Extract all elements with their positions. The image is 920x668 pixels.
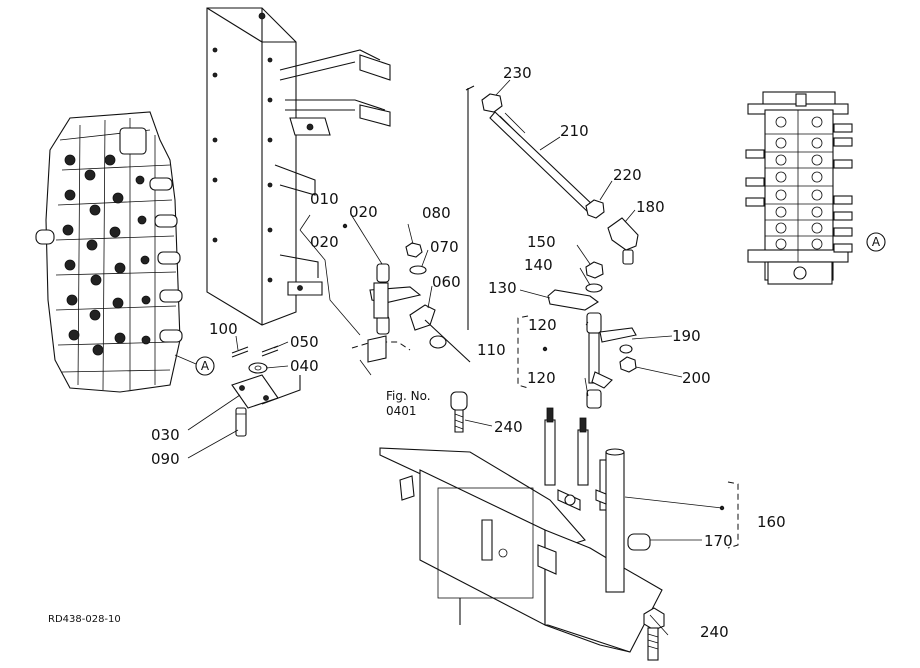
part-label-160: 160 bbox=[757, 513, 786, 531]
bracket-010 bbox=[299, 214, 361, 336]
washer-070 bbox=[409, 265, 427, 275]
part-label-010: 010 bbox=[310, 190, 339, 208]
mounting-frame bbox=[206, 7, 391, 326]
nut-230 bbox=[481, 93, 503, 113]
part-label-140: 140 bbox=[524, 256, 553, 274]
part-label-150: 150 bbox=[527, 233, 556, 251]
bracket-fig-0401 bbox=[351, 335, 411, 363]
part-label-220: 220 bbox=[613, 166, 642, 184]
part-label-240-b: 240 bbox=[700, 623, 729, 641]
part-label-080: 080 bbox=[422, 204, 451, 222]
valve-detail-view bbox=[745, 91, 853, 285]
base-stand bbox=[379, 407, 663, 653]
spacer-020 bbox=[369, 263, 422, 335]
fig-reference: Fig. No. 0401 bbox=[386, 389, 431, 418]
part-label-190: 190 bbox=[672, 327, 701, 345]
bracket-160 bbox=[727, 481, 739, 549]
svg-text:A: A bbox=[201, 359, 210, 373]
nut-220 bbox=[585, 199, 605, 219]
pin-100 bbox=[231, 346, 249, 358]
frame-lower-edge bbox=[261, 375, 301, 405]
svg-text:Fig. No.: Fig. No. bbox=[386, 389, 431, 403]
lever-110 bbox=[517, 312, 637, 409]
rod-end-060 bbox=[409, 304, 471, 363]
nut-200 bbox=[619, 356, 637, 373]
part-label-180: 180 bbox=[636, 198, 665, 216]
callout-a-right: A bbox=[866, 232, 886, 252]
part-label-110: 110 bbox=[477, 341, 506, 359]
leader-lines bbox=[187, 79, 723, 636]
part-label-020-a: 020 bbox=[349, 203, 378, 221]
part-label-060: 060 bbox=[432, 273, 461, 291]
nut-080 bbox=[405, 242, 423, 258]
part-label-020-b: 020 bbox=[310, 233, 339, 251]
svg-text:0401: 0401 bbox=[386, 404, 417, 418]
part-label-200: 200 bbox=[682, 369, 711, 387]
svg-text:A: A bbox=[872, 235, 881, 249]
part-label-120-a: 120 bbox=[528, 316, 557, 334]
part-label-090: 090 bbox=[151, 450, 180, 468]
part-label-240-a: 240 bbox=[494, 418, 523, 436]
part-label-100: 100 bbox=[209, 320, 238, 338]
washer-140 bbox=[585, 283, 603, 293]
part-label-230: 230 bbox=[503, 64, 532, 82]
nut-150 bbox=[585, 261, 604, 279]
part-label-070: 070 bbox=[430, 238, 459, 256]
part-label-120-b: 120 bbox=[527, 369, 556, 387]
bolt-090 bbox=[235, 407, 247, 437]
callout-a-left: A bbox=[195, 356, 215, 376]
ball-joint-180 bbox=[607, 217, 639, 265]
drawing-code: RD438-028-10 bbox=[48, 614, 121, 625]
part-label-050: 050 bbox=[290, 333, 319, 351]
part-label-040: 040 bbox=[290, 357, 319, 375]
washer-040 bbox=[248, 362, 268, 374]
bolt-240-top bbox=[450, 391, 468, 433]
part-label-030: 030 bbox=[151, 426, 180, 444]
plate-030 bbox=[231, 374, 279, 409]
part-label-210: 210 bbox=[560, 122, 589, 140]
bolt-240-bottom bbox=[643, 607, 665, 661]
washer-190 bbox=[619, 344, 633, 354]
plate-130 bbox=[547, 289, 599, 311]
part-label-130: 130 bbox=[488, 279, 517, 297]
part-label-170: 170 bbox=[704, 532, 733, 550]
part-number-labels: 230 210 220 180 010 020 020 080 070 060 … bbox=[151, 64, 786, 641]
control-valve-assembly bbox=[35, 111, 197, 393]
